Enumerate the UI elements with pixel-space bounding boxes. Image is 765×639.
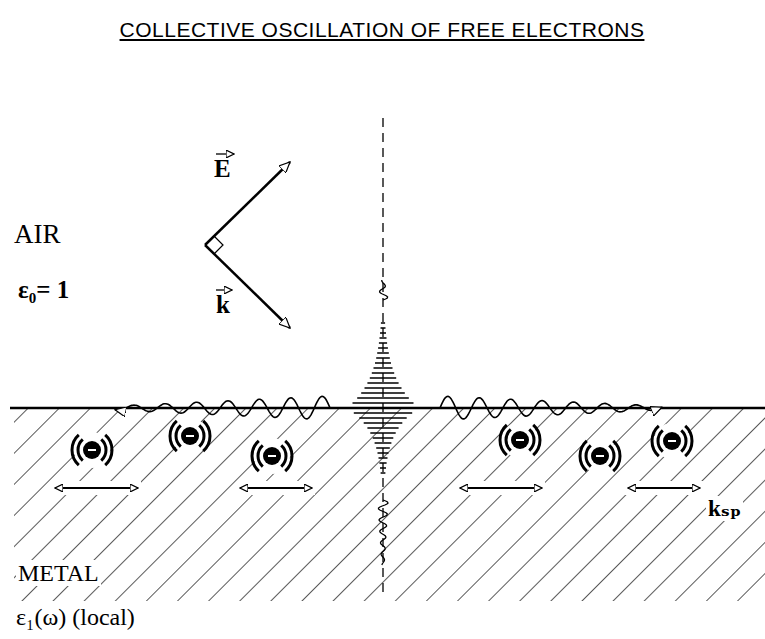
vector-symbol: k [216,291,230,319]
k-vector [205,245,290,328]
surface-wave [115,396,330,419]
field-packet [353,323,414,473]
electron [170,418,210,454]
oscillation-arrow [460,487,542,489]
title: COLLECTIVE OSCILLATION OF FREE ELECTRONS [120,18,645,41]
medium-label: METAL [16,560,101,586]
electron [652,423,692,459]
right-angle-mark [214,236,223,254]
vector-arrow-mark [216,289,232,290]
vector-arrow-mark [216,153,234,154]
vector-symbol: E [214,155,231,183]
surface-wave [440,396,662,419]
permittivity-label: ε₀= 1 [18,276,69,304]
field-squiggle [380,280,388,300]
oscillation-arrow [628,487,700,489]
electron [252,438,292,474]
permittivity-label: ε₁(ω) (local) [16,604,135,630]
electron [72,432,112,468]
electron [580,438,620,474]
oscillation-arrow [55,487,138,489]
electron [500,422,540,458]
wavevector-label: kₛₚ [706,496,743,521]
field-squiggle [379,500,389,565]
medium-label: AIR [14,220,61,250]
oscillation-arrow [240,487,312,489]
symmetry-axis [382,118,383,592]
